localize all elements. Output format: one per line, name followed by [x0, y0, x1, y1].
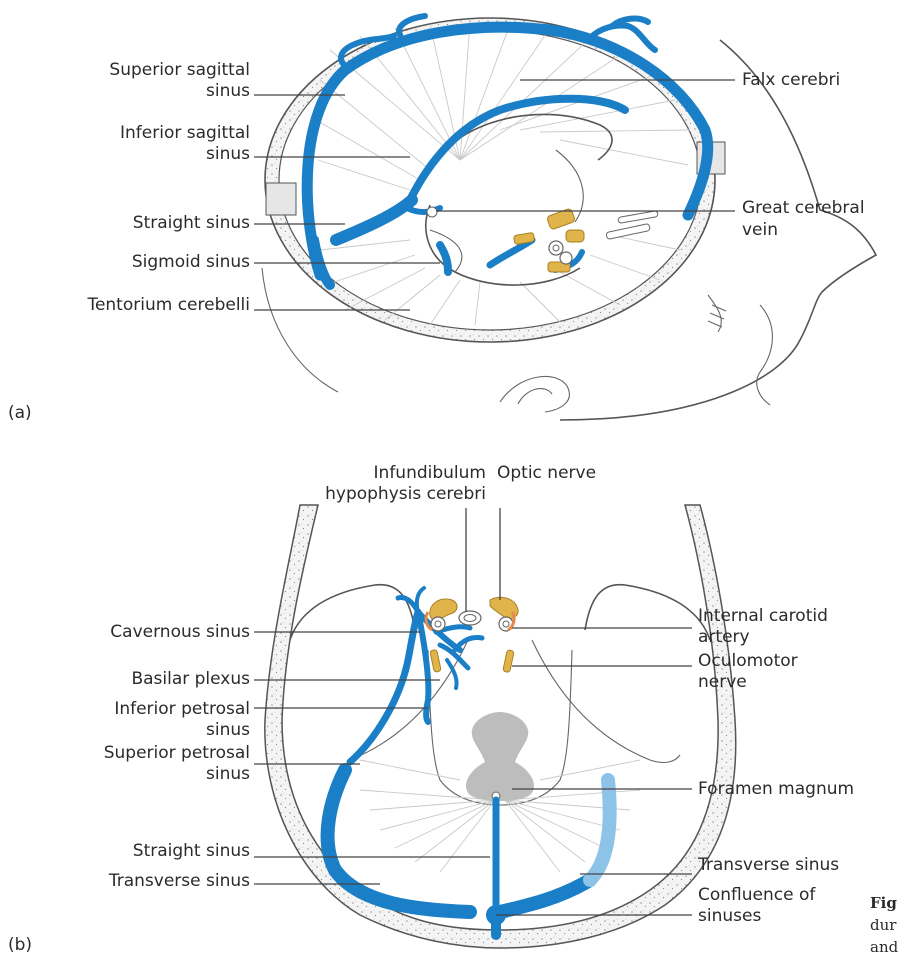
label-straight-sinus-a: Straight sinus	[133, 213, 250, 233]
label-transverse-sinus-left: Transverse sinus	[108, 871, 250, 891]
label-tentorium-cerebelli: Tentorium cerebelli	[86, 295, 250, 315]
label-infundibulum: Infundibulum	[374, 463, 486, 483]
figure-caption-fragment: Fig dur and	[870, 894, 899, 955]
label-superior-petrosal-sinus: Superior petrosal	[104, 743, 250, 763]
label-superior-petrosal-sinus-2: sinus	[206, 764, 250, 784]
label-transverse-sinus-right: Transverse sinus	[697, 855, 839, 875]
label-confluence-of-sinuses: Confluence of	[698, 885, 816, 905]
label-great-cerebral-vein: Great cerebral	[742, 198, 865, 218]
label-confluence-of-sinuses-2: sinuses	[698, 906, 761, 926]
foramen-magnum-shape	[466, 712, 534, 801]
label-foramen-magnum: Foramen magnum	[698, 779, 854, 799]
label-inferior-petrosal-sinus-2: sinus	[206, 720, 250, 740]
caption-line-1: Fig	[870, 894, 897, 912]
label-straight-sinus-b: Straight sinus	[133, 841, 250, 861]
label-sigmoid-sinus: Sigmoid sinus	[132, 252, 250, 272]
label-inferior-sagittal-sinus: Inferior sagittal	[120, 123, 250, 143]
label-optic-nerve: Optic nerve	[497, 463, 596, 483]
caption-line-2: dur	[870, 916, 897, 934]
label-oculomotor-nerve: Oculomotor	[698, 651, 798, 671]
label-oculomotor-nerve-2: nerve	[698, 672, 747, 692]
label-falx-cerebri: Falx cerebri	[742, 70, 840, 90]
label-superior-sagittal-sinus: Superior sagittal	[109, 60, 250, 80]
label-basilar-plexus: Basilar plexus	[131, 669, 250, 689]
panel-b-tag: (b)	[8, 935, 32, 955]
label-inferior-sagittal-sinus-2: sinus	[206, 144, 250, 164]
panel-a-tag: (a)	[8, 403, 32, 423]
label-internal-carotid-artery: Internal carotid	[698, 606, 828, 626]
label-great-cerebral-vein-2: vein	[742, 220, 778, 240]
label-superior-sagittal-sinus-2: sinus	[206, 81, 250, 101]
label-inferior-petrosal-sinus: Inferior petrosal	[114, 699, 250, 719]
label-cavernous-sinus: Cavernous sinus	[110, 622, 250, 642]
caption-line-3: and	[870, 938, 899, 955]
label-infundibulum-2: hypophysis cerebri	[325, 484, 486, 504]
label-internal-carotid-artery-2: artery	[698, 627, 750, 647]
